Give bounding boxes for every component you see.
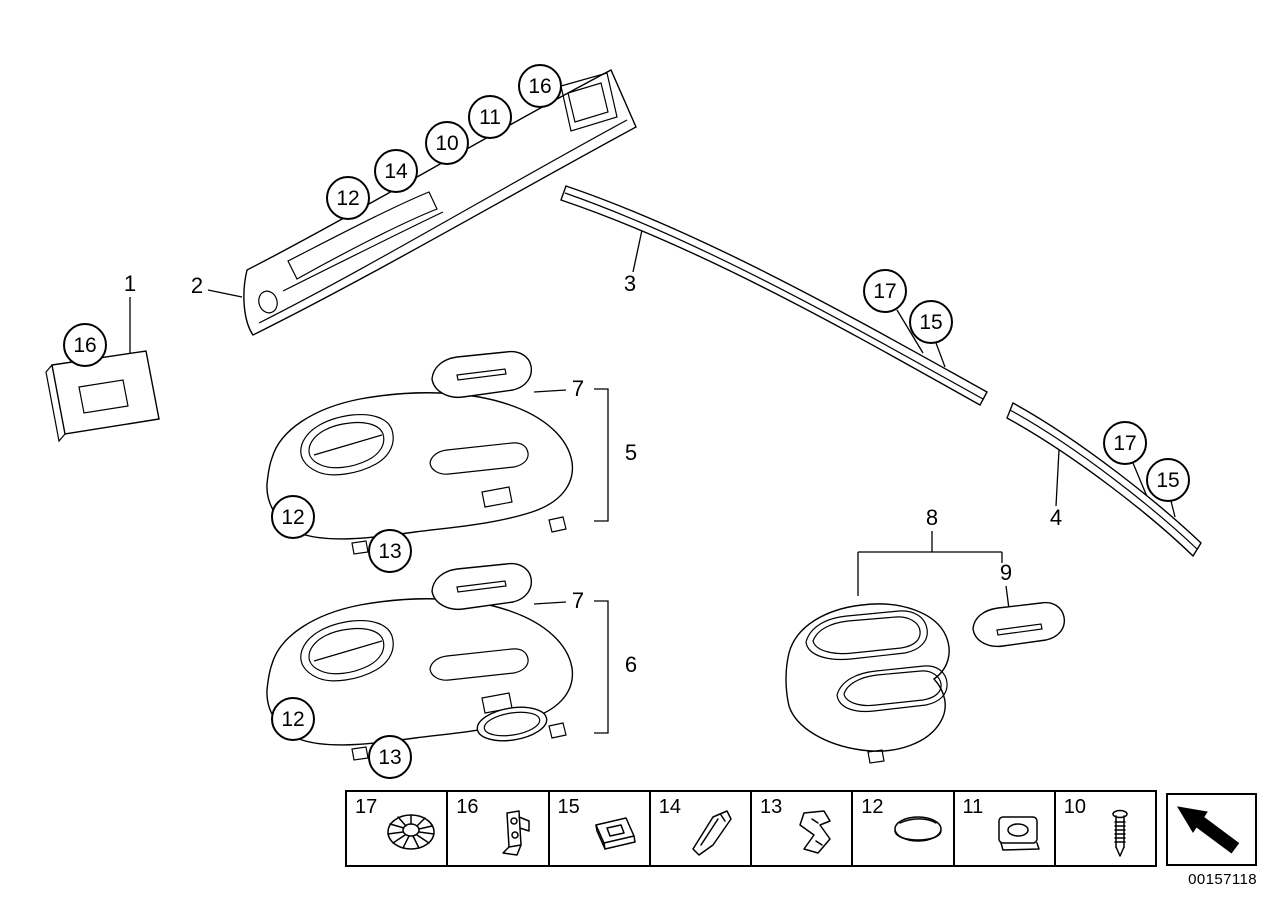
ashtray-cover-lower-drawing bbox=[431, 562, 533, 611]
expansion-rivet-icon bbox=[1112, 809, 1128, 857]
legend-number-11: 11 bbox=[962, 796, 984, 818]
part-1-trim-piece-drawing bbox=[45, 350, 160, 443]
label-part-5: 5 bbox=[624, 440, 638, 465]
callout-17-front-strip[interactable]: 17 bbox=[863, 269, 907, 313]
ashtray-cover-upper-drawing bbox=[431, 350, 533, 399]
label-part-1: 1 bbox=[123, 271, 137, 296]
grommet-nut-icon bbox=[387, 814, 435, 850]
push-nut-icon bbox=[595, 817, 636, 850]
legend-cell-13[interactable]: 13 bbox=[752, 792, 854, 865]
callout-12-dashboard[interactable]: 12 bbox=[326, 176, 370, 220]
legend-number-13: 13 bbox=[760, 796, 783, 818]
label-part-7-upper: 7 bbox=[571, 376, 585, 401]
legend-number-17: 17 bbox=[355, 796, 378, 818]
legend-number-16: 16 bbox=[456, 796, 479, 818]
callout-12-console-upper[interactable]: 12 bbox=[271, 495, 315, 539]
back-arrow-icon bbox=[1177, 806, 1240, 854]
label-part-7-lower: 7 bbox=[571, 588, 585, 613]
part-3-trim-strip-drawing bbox=[560, 185, 988, 406]
callout-17-rear-strip[interactable]: 17 bbox=[1103, 421, 1147, 465]
callout-12-console-lower[interactable]: 12 bbox=[271, 697, 315, 741]
callout-11-dashboard[interactable]: 11 bbox=[468, 95, 512, 139]
label-part-2: 2 bbox=[190, 273, 204, 298]
legend-number-10: 10 bbox=[1063, 796, 1086, 818]
legend-cell-11[interactable]: 11 bbox=[955, 792, 1056, 865]
callout-10-dashboard[interactable]: 10 bbox=[425, 121, 469, 165]
retaining-clip-icon bbox=[799, 810, 831, 854]
callout-13-console-upper[interactable]: 13 bbox=[368, 529, 412, 573]
part-4-trim-strip-drawing bbox=[1006, 402, 1202, 558]
square-clip-nut-icon bbox=[998, 816, 1040, 851]
fastener-legend: 17 16 15 bbox=[345, 790, 1157, 867]
label-part-4: 4 bbox=[1049, 505, 1063, 530]
spring-clip-icon bbox=[692, 810, 732, 856]
legend-number-14: 14 bbox=[658, 796, 681, 818]
legend-cell-15[interactable]: 15 bbox=[550, 792, 651, 865]
mounting-bracket-icon bbox=[501, 810, 530, 856]
console-panel-lower-drawing bbox=[266, 598, 574, 761]
label-part-8: 8 bbox=[925, 505, 939, 530]
legend-cell-17[interactable]: 17 bbox=[347, 792, 449, 865]
label-part-9: 9 bbox=[999, 560, 1013, 585]
callout-14-dashboard[interactable]: 14 bbox=[374, 149, 418, 193]
rear-console-panel-drawing bbox=[785, 603, 950, 764]
console-panel-upper-drawing bbox=[266, 392, 574, 555]
legend-number-12: 12 bbox=[861, 796, 884, 818]
oval-cap-icon bbox=[893, 816, 942, 842]
callout-16-left-trim[interactable]: 16 bbox=[63, 323, 107, 367]
callout-15-rear-strip[interactable]: 15 bbox=[1146, 458, 1190, 502]
callout-15-front-strip[interactable]: 15 bbox=[909, 300, 953, 344]
legend-cell-14[interactable]: 14 bbox=[651, 792, 752, 865]
legend-cell-10[interactable]: 10 bbox=[1056, 792, 1155, 865]
legend-number-15: 15 bbox=[557, 796, 580, 818]
label-part-3: 3 bbox=[623, 271, 637, 296]
document-number: 00157118 bbox=[1188, 871, 1257, 888]
label-part-6: 6 bbox=[624, 652, 638, 677]
callout-16-dashboard[interactable]: 16 bbox=[518, 64, 562, 108]
legend-cell-16[interactable]: 16 bbox=[448, 792, 550, 865]
page-arrow-box[interactable] bbox=[1166, 793, 1257, 866]
legend-cell-12[interactable]: 12 bbox=[853, 792, 955, 865]
rear-ashtray-cover-drawing bbox=[972, 601, 1066, 648]
callout-13-console-lower[interactable]: 13 bbox=[368, 735, 412, 779]
